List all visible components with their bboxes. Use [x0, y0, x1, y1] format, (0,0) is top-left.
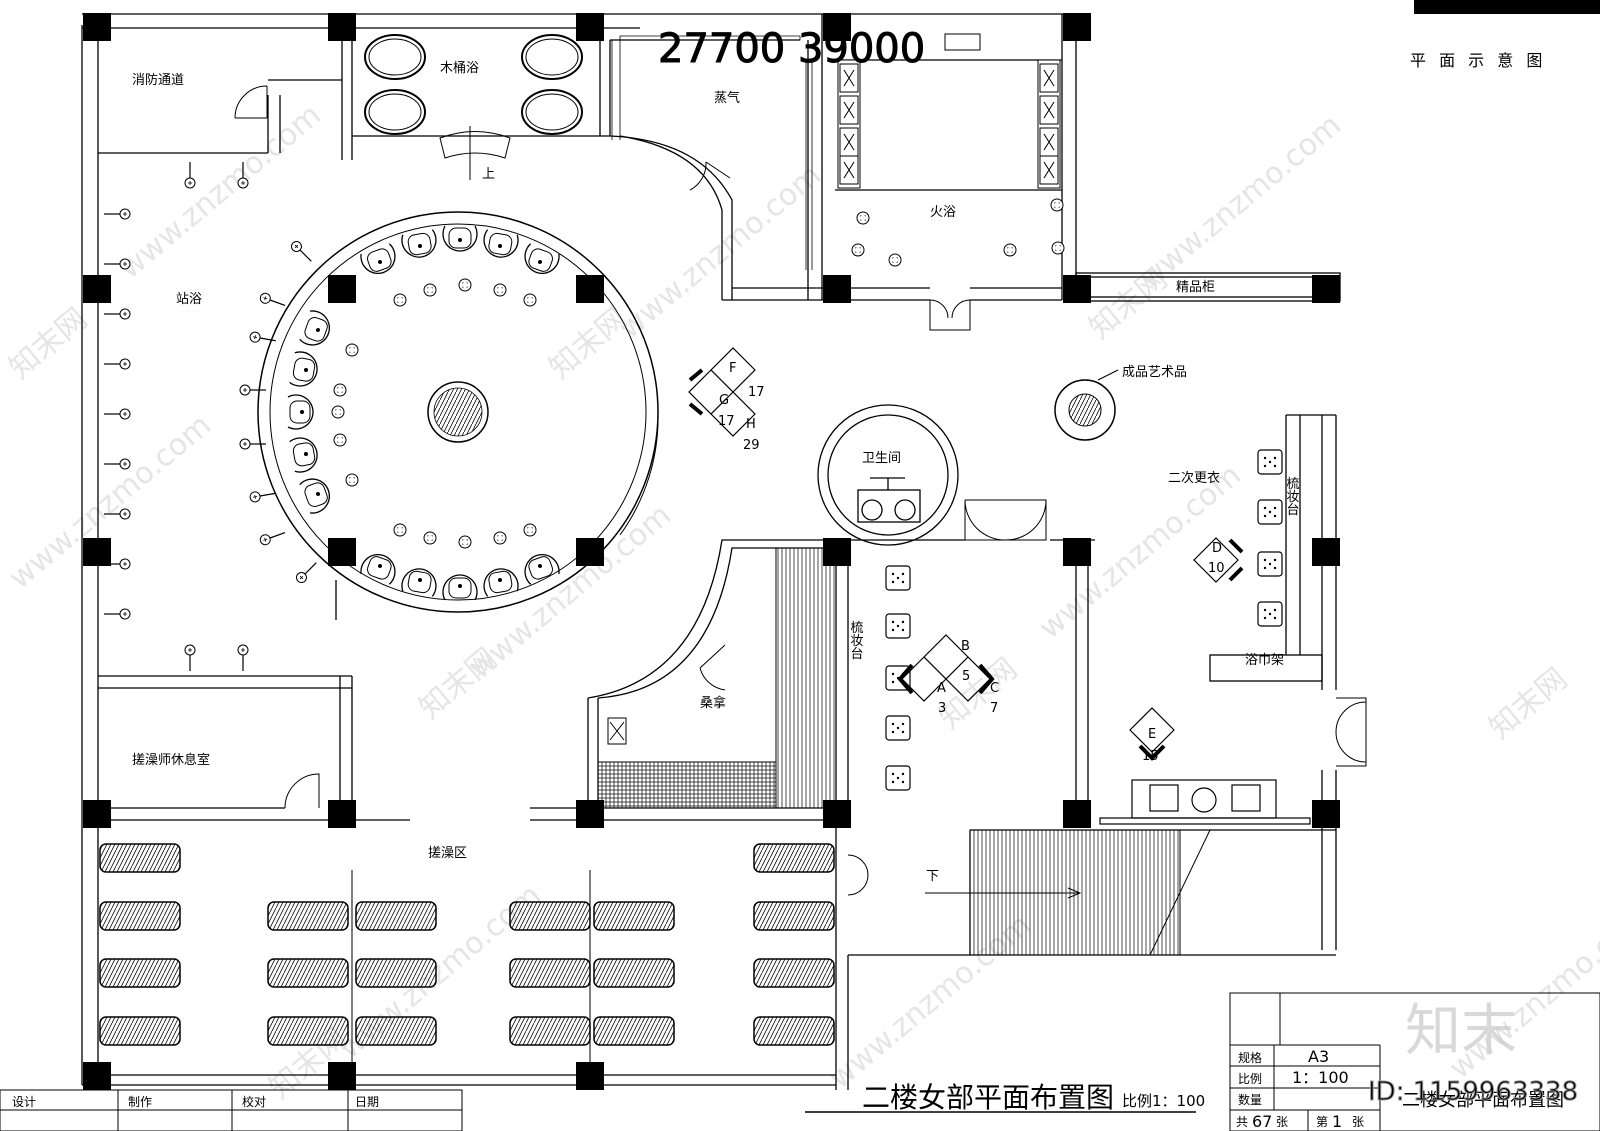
- tag-B: B5: [961, 639, 970, 684]
- doors: [234, 85, 1367, 896]
- dressing-label-mid: 梳妆台: [848, 621, 864, 660]
- room-label-scrub-area: 搓澡区: [428, 845, 467, 861]
- room-label-shower: 站浴: [176, 292, 202, 307]
- drawing-title: 二楼女部平面布置图: [862, 1081, 1114, 1114]
- tb-total-value: 67: [1252, 1112, 1272, 1131]
- stair-down: [925, 829, 1211, 956]
- sig-date: 日期: [355, 1095, 379, 1109]
- svg-text:5: 5: [962, 669, 970, 684]
- tag-C: C7: [990, 681, 999, 716]
- svg-text:7: 7: [990, 701, 998, 716]
- watermark-text: www.znzmo.com: [613, 158, 828, 347]
- sauna-benches: [597, 547, 837, 809]
- corner-title: 平 面 示 意 图: [1410, 51, 1546, 70]
- room-label-staff-rest: 搓澡师休息室: [132, 752, 210, 768]
- tb-spec-label: 规格: [1238, 1050, 1262, 1065]
- tag-F: F 17: [729, 361, 765, 400]
- tb-sheet-suffix: 张: [1352, 1115, 1364, 1129]
- art-piece-pedestal: [1054, 369, 1119, 441]
- tb-spec-value: A3: [1308, 1047, 1329, 1066]
- fire-bath-stones: [851, 198, 1065, 267]
- label-towel-rack: 浴巾架: [1245, 653, 1284, 668]
- title-block-grid: [1229, 992, 1600, 1131]
- room-label-sauna: 桑拿: [700, 695, 726, 711]
- svg-text:3: 3: [938, 701, 946, 716]
- round-shower-room: [257, 211, 659, 613]
- svg-text:17: 17: [748, 385, 765, 400]
- room-label-fire-exit: 消防通道: [132, 72, 184, 88]
- sig-check: 校对: [242, 1094, 266, 1109]
- tag-D: D 10: [1208, 541, 1225, 576]
- index-tags: [688, 347, 1244, 761]
- svg-text:G: G: [719, 393, 729, 408]
- tb-ratio-value: 1：100: [1292, 1068, 1349, 1087]
- label-boutique-cabinet: 精品柜: [1176, 280, 1215, 295]
- watermark-text: 知末网: [3, 301, 94, 386]
- signature-bar-grid: [0, 1089, 463, 1131]
- tb-total-suffix: 张: [1276, 1115, 1288, 1129]
- svg-text:A: A: [937, 681, 946, 696]
- tag-H: H 29: [743, 417, 760, 453]
- label-down: 下: [926, 869, 939, 884]
- steam-benches: [611, 35, 813, 270]
- tb-sheet-prefix: 第: [1316, 1115, 1328, 1129]
- svg-text:29: 29: [743, 438, 760, 453]
- svg-text:17: 17: [718, 414, 735, 429]
- dimension-text: 27700 39000: [658, 26, 925, 72]
- svg-text:梳妆台: 梳妆台: [848, 621, 864, 660]
- sig-make: 制作: [128, 1095, 152, 1109]
- svg-text:F: F: [729, 361, 736, 376]
- round-toilet-room: [817, 404, 959, 546]
- room-label-steam: 蒸气: [714, 90, 740, 106]
- service-counter: [1099, 779, 1311, 825]
- watermark-text: 知末网: [933, 651, 1024, 736]
- watermark-text: www.znzmo.com: [1133, 108, 1348, 297]
- tb-ratio-label: 比例: [1238, 1072, 1262, 1086]
- label-up: 上: [482, 167, 495, 182]
- svg-text:D: D: [1212, 541, 1222, 556]
- svg-text:B: B: [961, 639, 970, 654]
- tag-A: A3: [937, 681, 946, 716]
- title-rule: [805, 0, 1600, 1113]
- sig-design: 设计: [12, 1095, 36, 1109]
- room-label-second-change: 二次更衣: [1168, 470, 1220, 486]
- label-art-piece: 成品艺术品: [1122, 365, 1187, 380]
- svg-text:梳妆台: 梳妆台: [1284, 477, 1300, 516]
- dressing-label-right: 梳妆台: [1284, 477, 1300, 516]
- svg-text:E: E: [1148, 727, 1156, 742]
- room-label-toilet: 卫生间: [862, 451, 901, 466]
- watermark-text: 知末网: [1483, 661, 1574, 746]
- tb-qty-label: 数量: [1238, 1092, 1262, 1107]
- svg-text:15: 15: [1142, 749, 1159, 764]
- watermark-text: www.znzmo.com: [113, 98, 328, 287]
- tb-sheet-value: 1: [1332, 1112, 1342, 1131]
- watermark-text: www.znzmo.com: [3, 408, 218, 597]
- tb-drawing-name: 二楼女部平面布置图: [1402, 1090, 1564, 1111]
- watermark-brand: 知末: [1405, 999, 1517, 1064]
- svg-text:C: C: [990, 681, 999, 696]
- fire-bath-loungers: [837, 33, 1061, 189]
- tag-E: E 15: [1142, 727, 1159, 764]
- svg-text:10: 10: [1208, 561, 1225, 576]
- svg-text:H: H: [746, 417, 756, 432]
- wood-bath-tubs: [364, 34, 583, 180]
- tb-total-prefix: 共: [1236, 1115, 1248, 1129]
- tag-G: G 17: [718, 393, 735, 429]
- watermark-id: ID: 1159963338: [1368, 1077, 1578, 1107]
- room-label-fire-bath: 火浴: [930, 205, 956, 220]
- drawing-scale: 比例1：100: [1122, 1092, 1205, 1110]
- room-label-wood-bath: 木桶浴: [440, 61, 479, 76]
